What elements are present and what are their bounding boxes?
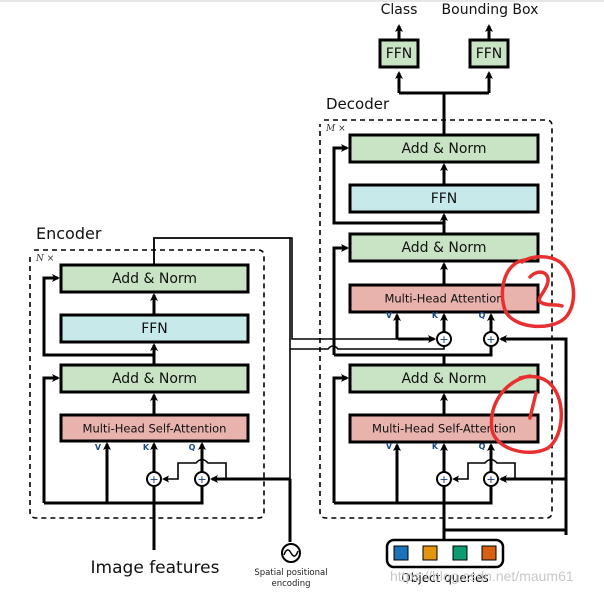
svg-text:V: V (386, 311, 393, 320)
prediction-heads: FFN FFN Class Bounding Box (378, 2, 539, 135)
encoder-self-attention: Multi-Head Self-Attention (59, 413, 250, 443)
class-output-label: Class (381, 2, 418, 18)
plus-icon: + (149, 473, 158, 486)
svg-text:FFN: FFN (476, 46, 503, 62)
svg-text:FFN: FFN (386, 46, 413, 62)
query-swatch (393, 545, 409, 561)
query-swatch (422, 545, 438, 561)
class-ffn: FFN (378, 38, 420, 69)
annotation-mark-1 (489, 374, 563, 454)
decoder-add-norm-1: Add & Norm (348, 363, 540, 394)
encoder-add-norm-top: Add & Norm (59, 263, 250, 294)
svg-text:Q: Q (479, 442, 486, 451)
decoder-cross-attention: Multi-Head Attention (348, 283, 540, 314)
decoder-self-attention: Multi-Head Self-Attention (348, 413, 540, 444)
svg-text:+: + (486, 473, 495, 486)
svg-text:K: K (432, 311, 439, 320)
svg-text:Multi-Head Self-Attention: Multi-Head Self-Attention (372, 422, 516, 436)
encoder-k-label: K (143, 443, 150, 452)
svg-text:+: + (439, 473, 448, 486)
encoder-k-add-icon (146, 471, 162, 487)
decoder-repeat-label: M × (325, 124, 346, 134)
object-queries: Object queries (385, 538, 505, 585)
svg-text:Add & Norm: Add & Norm (401, 141, 486, 157)
decoder-repeat-box (319, 119, 553, 519)
svg-text:V: V (386, 442, 393, 451)
svg-text:+: + (486, 333, 495, 346)
decoder-add-norm-3: Add & Norm (348, 133, 540, 164)
query-swatch (452, 545, 468, 561)
decoder-title: Decoder (326, 95, 390, 113)
object-queries-label: Object queries (401, 571, 488, 585)
encoder-repeat-box (29, 249, 265, 519)
encoder-add-norm-bottom: Add & Norm (59, 363, 250, 394)
decoder-ffn: FFN (348, 183, 540, 214)
svg-text:Add & Norm: Add & Norm (112, 271, 197, 287)
svg-text:Multi-Head Attention: Multi-Head Attention (384, 292, 503, 306)
svg-text:Add & Norm: Add & Norm (401, 371, 486, 387)
encoder: Encoder N × Add & Norm FFN Add & Norm Mu… (29, 224, 290, 550)
image-features-label: Image features (91, 558, 220, 578)
encoder-repeat-label: N × (35, 254, 54, 264)
annotation-mark-2 (500, 255, 576, 329)
svg-text:Add & Norm: Add & Norm (112, 371, 197, 387)
encoder-ffn: FFN (59, 313, 250, 344)
encoder-q-label: Q (189, 443, 196, 452)
encoder-v-label: V (95, 443, 102, 452)
svg-text:Multi-Head Self-Attention: Multi-Head Self-Attention (83, 422, 227, 436)
svg-text:+: + (439, 333, 448, 346)
bbox-ffn: FFN (468, 38, 510, 69)
decoder: Decoder M × Add & Norm FFN Add & Norm Mu… (153, 95, 568, 540)
svg-text:Spatial positional: Spatial positional (254, 568, 327, 578)
svg-text:Add & Norm: Add & Norm (401, 240, 486, 256)
query-swatch (481, 545, 497, 561)
svg-text:K: K (432, 442, 439, 451)
svg-text:encoding: encoding (271, 579, 310, 589)
plus-icon: + (197, 473, 206, 486)
bbox-output-label: Bounding Box (442, 2, 539, 18)
svg-text:FFN: FFN (431, 191, 458, 207)
svg-text:Q: Q (479, 311, 486, 320)
encoder-title: Encoder (36, 224, 102, 243)
watermark: https://blog.csdn.net/maum61 (390, 568, 574, 584)
decoder-add-norm-2: Add & Norm (348, 232, 540, 263)
svg-text:FFN: FFN (141, 321, 168, 337)
